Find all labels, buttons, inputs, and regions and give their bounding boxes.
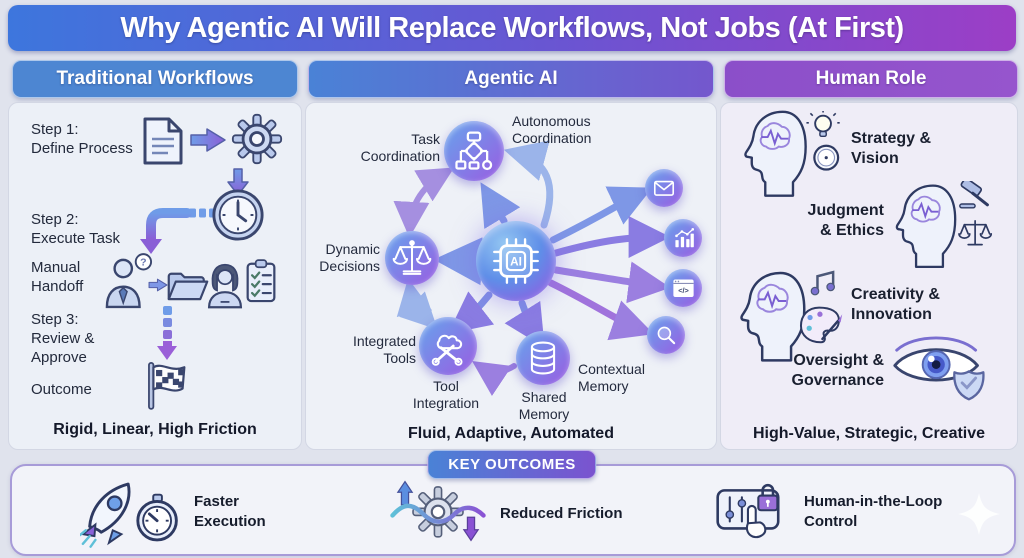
- manual-handoff-label: Manual Handoff: [31, 259, 84, 295]
- panel-traditional: Step 1: Define Process Step 2: Execute T…: [8, 102, 302, 450]
- checkered-flag-icon: [148, 362, 186, 410]
- header-traditional-label: Traditional Workflows: [56, 68, 254, 89]
- header-agentic-ai: Agentic AI: [308, 60, 714, 98]
- panel-agentic: AI: [305, 102, 717, 450]
- mail-icon: [653, 180, 675, 196]
- shared-memory-node: [516, 331, 570, 385]
- hitl-control-label: Human-in-the-Loop Control: [804, 493, 943, 530]
- arrow-right-icon: [190, 128, 226, 152]
- human-caption: High-Value, Strategic, Creative: [752, 425, 986, 442]
- strategy-vision-label: Strategy & Vision: [851, 130, 932, 167]
- dynamic-decisions-label: Dynamic Decisions: [319, 241, 380, 274]
- step2-label: Step 2: Execute Task: [31, 211, 120, 247]
- task-coordination-label: Task Coordination: [360, 131, 440, 164]
- ai-chip-icon: AI: [493, 238, 539, 284]
- header-traditional-workflows: Traditional Workflows: [12, 60, 298, 98]
- head-music-palette-icon: [740, 270, 843, 362]
- header-human-label: Human Role: [815, 68, 927, 89]
- panel-human: Strategy & Vision Judgment & Ethics: [720, 102, 1018, 450]
- step1-label: Step 1: Define Process: [31, 121, 133, 157]
- judgment-ethics-label: Judgment & Ethics: [807, 202, 884, 239]
- gear-icon: [231, 113, 283, 165]
- search-node: [647, 316, 685, 354]
- woman-icon: [207, 263, 243, 309]
- integrated-tools-label: Integrated Tools: [352, 333, 416, 366]
- clock-icon: [212, 189, 264, 241]
- flowchart-icon: [455, 131, 493, 171]
- contextual-memory-label: Contextual Memory: [578, 361, 645, 394]
- scales-icon: [392, 240, 432, 275]
- magnifier-icon: [657, 326, 676, 345]
- outcome-label: Outcome: [31, 381, 92, 398]
- svg-text:</>: </>: [678, 286, 689, 295]
- creativity-innovation-label: Creativity & Innovation: [851, 286, 940, 323]
- bar-chart-icon: [675, 228, 695, 248]
- sparkle-icon: [958, 493, 1000, 535]
- tool-integration-node: [419, 317, 477, 375]
- svg-text:?: ?: [140, 257, 146, 269]
- dashed-arrow-down-icon: [157, 306, 177, 360]
- arrow-down-icon: [227, 168, 249, 196]
- task-coordination-node: [444, 121, 504, 181]
- title-bar: Why Agentic AI Will Replace Workflows, N…: [8, 5, 1016, 51]
- traditional-caption: Rigid, Linear, High Friction: [53, 421, 257, 438]
- arrow-right-icon: [148, 278, 168, 292]
- analytics-node: [664, 219, 702, 257]
- mail-node: [645, 169, 683, 207]
- key-outcomes-badge: KEY OUTCOMES: [427, 450, 597, 479]
- autonomous-coordination-label: Autonomous Coordination: [512, 113, 592, 146]
- eye-shield-icon: [893, 336, 985, 401]
- clipboard-icon: [246, 259, 276, 303]
- step3-label: Step 3: Review & Approve: [31, 311, 95, 366]
- header-agentic-label: Agentic AI: [464, 68, 558, 89]
- faster-execution-label: Faster Execution: [194, 493, 266, 530]
- ai-hub-node: AI: [476, 221, 556, 301]
- sliders-lock-hand-icon: [716, 483, 780, 539]
- head-gavel-scales-icon: [895, 181, 993, 269]
- tool-integration-label: Tool Integration: [412, 378, 480, 411]
- oversight-governance-label: Oversight & Governance: [791, 352, 884, 389]
- reduced-friction-label: Reduced Friction: [500, 505, 623, 522]
- wrench-cloud-icon: [431, 334, 463, 366]
- shared-memory-label: Shared Memory: [518, 389, 570, 422]
- database-icon: [530, 341, 556, 375]
- agentic-caption: Fluid, Adaptive, Automated: [408, 425, 614, 442]
- page-title: Why Agentic AI Will Replace Workflows, N…: [120, 11, 904, 44]
- header-human-role: Human Role: [724, 60, 1018, 98]
- head-bulb-compass-icon: [744, 110, 840, 197]
- gear-wave-icon: [390, 480, 486, 542]
- rocket-stopwatch-icon: [80, 482, 178, 548]
- code-icon: </>: [672, 279, 694, 297]
- document-icon: [143, 117, 183, 165]
- man-question-icon: ?: [105, 253, 153, 309]
- key-outcomes-panel: Faster Execution Reduced Friction: [10, 464, 1016, 556]
- code-node: </>: [664, 269, 702, 307]
- elbow-arrow-icon: [140, 208, 216, 254]
- folder-icon: [167, 272, 209, 301]
- hub-label: AI: [510, 256, 522, 269]
- dynamic-decisions-node: [385, 231, 439, 285]
